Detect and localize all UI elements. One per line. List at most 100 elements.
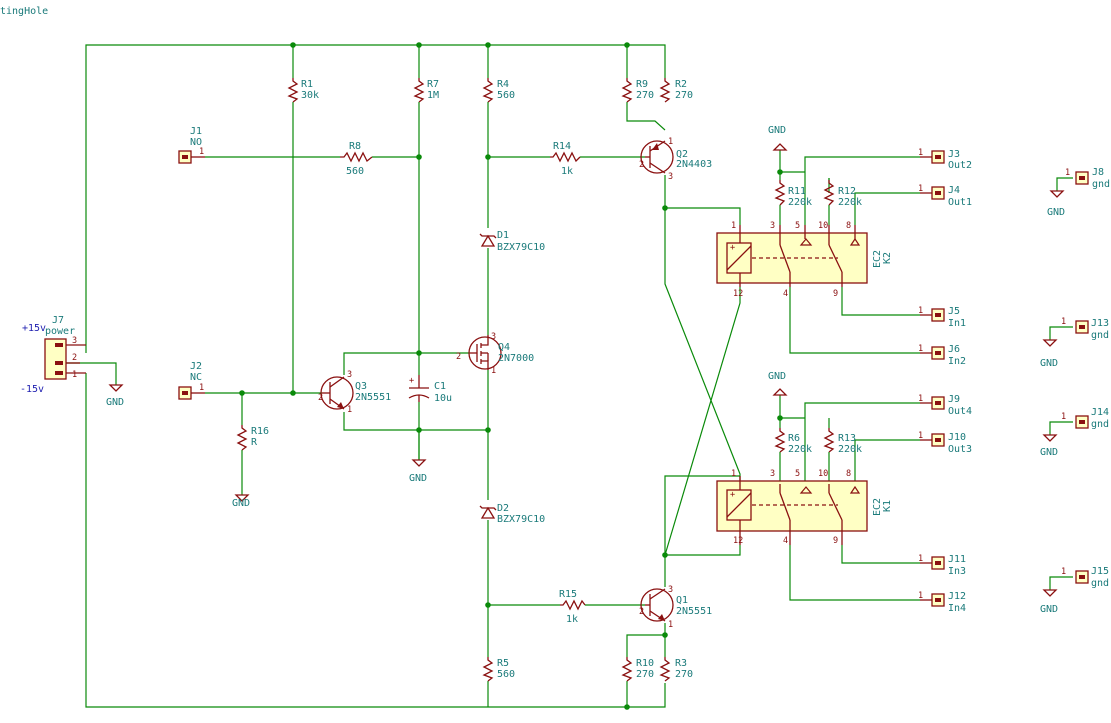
svg-text:In2: In2 bbox=[948, 356, 966, 367]
svg-text:GND: GND bbox=[1047, 207, 1065, 218]
svg-text:10: 10 bbox=[818, 469, 828, 479]
svg-text:2: 2 bbox=[318, 393, 323, 403]
svg-text:Out2: Out2 bbox=[948, 160, 972, 171]
svg-text:2: 2 bbox=[456, 352, 461, 362]
svg-text:D2: D2 bbox=[497, 503, 509, 514]
svg-text:1: 1 bbox=[1065, 168, 1070, 178]
svg-text:gnd: gnd bbox=[1092, 179, 1110, 190]
connector-j6: 1 J6 In2 bbox=[918, 344, 966, 367]
svg-text:1: 1 bbox=[1061, 567, 1066, 577]
relay-k2: + 1 3 5 10 8 12 4 9 EC2 K2 bbox=[716, 221, 893, 299]
svg-text:GND: GND bbox=[1040, 358, 1058, 369]
gnd-symbol-j15: GND bbox=[1040, 589, 1058, 615]
capacitor-c1: + C1 10u bbox=[408, 375, 452, 404]
svg-text:R1: R1 bbox=[301, 79, 313, 90]
svg-text:2N5551: 2N5551 bbox=[355, 392, 391, 403]
resistor-r14: R14 1k bbox=[550, 141, 581, 177]
svg-text:In3: In3 bbox=[948, 566, 966, 577]
svg-text:1: 1 bbox=[491, 366, 496, 376]
svg-text:3: 3 bbox=[770, 221, 775, 231]
svg-text:C1: C1 bbox=[434, 381, 446, 392]
resistor-r10: R10 270 bbox=[621, 657, 654, 682]
connector-j9: 1 J9 Out4 bbox=[918, 394, 972, 417]
svg-text:Q3: Q3 bbox=[355, 381, 367, 392]
transistor-q3: Q3 2N5551 2 3 1 bbox=[318, 370, 391, 415]
connector-j13: 1 J13 gnd bbox=[1061, 317, 1109, 341]
resistor-r12: R12 220k bbox=[823, 180, 862, 208]
svg-text:220k: 220k bbox=[838, 444, 862, 455]
svg-text:GND: GND bbox=[409, 473, 427, 484]
svg-text:1: 1 bbox=[918, 554, 923, 564]
svg-text:1: 1 bbox=[199, 383, 204, 393]
svg-text:1: 1 bbox=[918, 148, 923, 158]
gnd-symbol-j13: GND bbox=[1040, 339, 1058, 369]
transistor-q2: Q2 2N4403 2 1 3 bbox=[639, 137, 712, 182]
svg-text:2N7000: 2N7000 bbox=[498, 353, 534, 364]
svg-text:R9: R9 bbox=[636, 79, 648, 90]
net-label-neg: -15v bbox=[20, 384, 44, 395]
svg-text:8: 8 bbox=[846, 469, 851, 479]
svg-text:10u: 10u bbox=[434, 393, 452, 404]
svg-text:J6: J6 bbox=[948, 344, 960, 355]
svg-text:J8: J8 bbox=[1092, 167, 1104, 178]
svg-text:12: 12 bbox=[733, 289, 743, 299]
zener-d1: D1 BZX79C10 bbox=[479, 230, 545, 253]
gnd-symbol-c1: GND bbox=[409, 430, 427, 484]
svg-text:GND: GND bbox=[768, 125, 786, 136]
svg-text:J12: J12 bbox=[948, 591, 966, 602]
gnd-symbol-k1: GND bbox=[768, 371, 788, 396]
svg-text:3: 3 bbox=[72, 336, 77, 346]
svg-text:1k: 1k bbox=[561, 166, 573, 177]
connector-j3: 1 J3 Out2 bbox=[918, 148, 972, 171]
svg-text:8: 8 bbox=[846, 221, 851, 231]
svg-text:R16: R16 bbox=[251, 426, 269, 437]
gnd-symbol-j14: GND bbox=[1040, 434, 1058, 458]
svg-text:5: 5 bbox=[795, 469, 800, 479]
svg-text:3: 3 bbox=[770, 469, 775, 479]
svg-text:Q2: Q2 bbox=[676, 149, 688, 160]
svg-text:R14: R14 bbox=[553, 141, 571, 152]
svg-text:J5: J5 bbox=[948, 306, 960, 317]
connector-j7: 3 2 1 J7 power +15v -15v bbox=[20, 315, 86, 395]
svg-text:NO: NO bbox=[190, 137, 202, 148]
svg-text:In1: In1 bbox=[948, 318, 966, 329]
resistor-r6: R6 220k bbox=[774, 428, 812, 455]
svg-text:In4: In4 bbox=[948, 603, 966, 614]
svg-text:BZX79C10: BZX79C10 bbox=[497, 514, 545, 525]
svg-text:R13: R13 bbox=[838, 433, 856, 444]
svg-text:J10: J10 bbox=[948, 432, 966, 443]
svg-text:220k: 220k bbox=[788, 197, 812, 208]
svg-text:1: 1 bbox=[918, 344, 923, 354]
resistor-r2: R2 270 bbox=[659, 78, 693, 103]
svg-text:GND: GND bbox=[232, 498, 250, 509]
svg-text:R6: R6 bbox=[788, 433, 800, 444]
svg-text:D1: D1 bbox=[497, 230, 509, 241]
svg-text:J1: J1 bbox=[190, 126, 202, 137]
svg-text:gnd: gnd bbox=[1091, 578, 1109, 589]
svg-text:R: R bbox=[251, 437, 258, 448]
svg-text:+: + bbox=[409, 376, 414, 386]
svg-text:1: 1 bbox=[668, 137, 673, 147]
svg-text:220k: 220k bbox=[838, 197, 862, 208]
svg-text:9: 9 bbox=[833, 536, 838, 546]
relay-k1: + 1 3 5 10 8 12 4 9 EC2 K1 bbox=[716, 469, 893, 546]
resistor-r1: R1 30k bbox=[287, 78, 319, 103]
connector-j11: 1 J11 In3 bbox=[918, 554, 966, 577]
resistor-r8: R8 560 bbox=[340, 141, 373, 177]
svg-text:gnd: gnd bbox=[1091, 419, 1109, 430]
resistor-r11: R11 220k bbox=[774, 180, 812, 208]
svg-text:560: 560 bbox=[346, 166, 364, 177]
svg-text:560: 560 bbox=[497, 669, 515, 680]
svg-text:R7: R7 bbox=[427, 79, 439, 90]
svg-text:2: 2 bbox=[639, 160, 644, 170]
svg-text:GND: GND bbox=[768, 371, 786, 382]
connector-j1: 1 J1 NO bbox=[178, 126, 205, 164]
svg-text:+: + bbox=[730, 490, 735, 500]
svg-text:K1: K1 bbox=[882, 500, 893, 512]
svg-text:1: 1 bbox=[731, 221, 736, 231]
svg-text:2N5551: 2N5551 bbox=[676, 606, 712, 617]
svg-text:270: 270 bbox=[675, 90, 693, 101]
connector-j14: 1 J14 gnd bbox=[1061, 407, 1109, 430]
connector-j5: 1 J5 In1 bbox=[918, 306, 966, 329]
